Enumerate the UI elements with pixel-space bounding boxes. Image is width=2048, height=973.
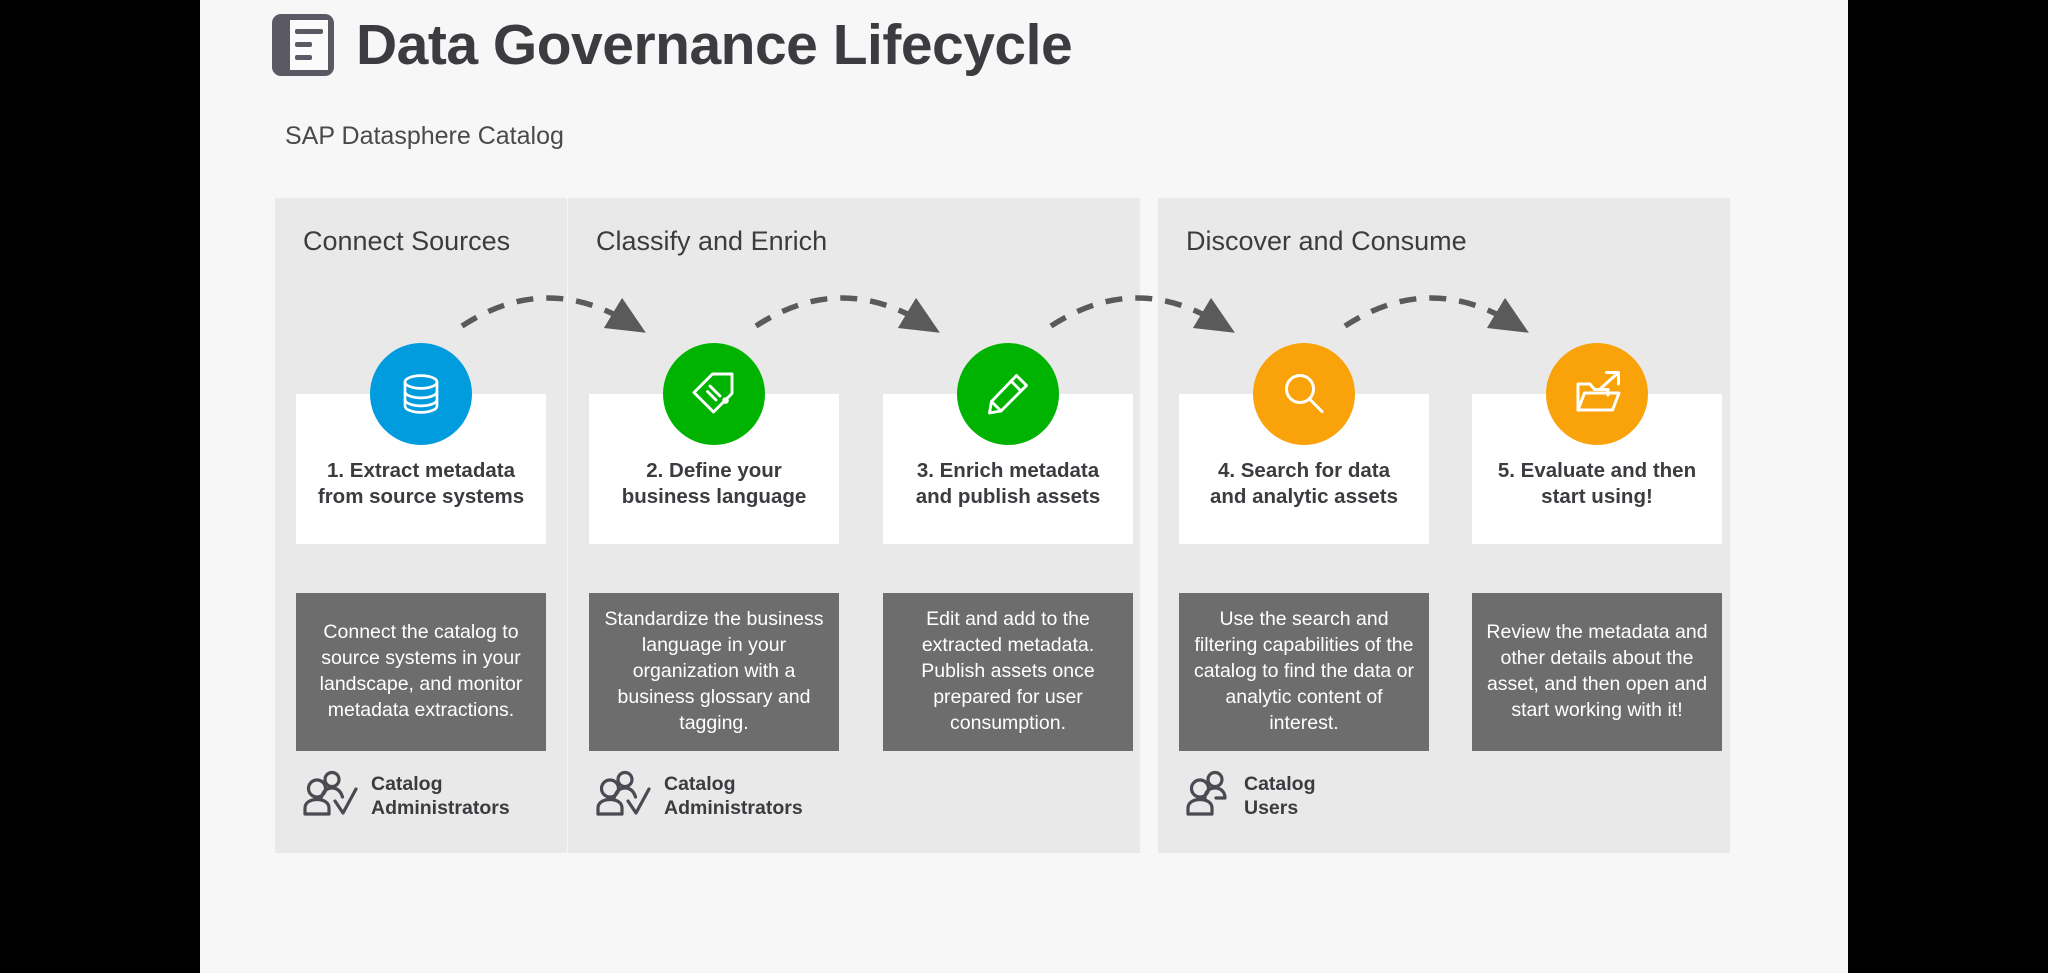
pencil-icon — [957, 343, 1059, 445]
page-header: Data Governance Lifecycle — [272, 12, 1073, 77]
slide-canvas: Data Governance Lifecycle SAP Datasphere… — [200, 0, 1848, 973]
step-description-box: Edit and add to the extracted metadata. … — [883, 593, 1133, 751]
document-list-icon — [272, 14, 334, 76]
step-3: 3. Enrich metadata and publish assets Ed… — [883, 198, 1133, 853]
users-check-icon — [595, 770, 653, 823]
users-icon — [1185, 770, 1233, 823]
step-description: Standardize the business language in you… — [604, 608, 824, 734]
phase-title: Connect Sources — [303, 226, 511, 256]
search-icon — [1253, 343, 1355, 445]
step-title: 3. Enrich metadata and publish assets — [915, 458, 1101, 508]
page-title: Data Governance Lifecycle — [356, 12, 1073, 77]
step-description: Use the search and filtering capabilitie… — [1193, 608, 1415, 734]
step-description-box: Standardize the business language in you… — [589, 593, 839, 751]
step-1: 1. Extract metadata from source systems … — [296, 198, 546, 853]
persona-catalog-users: Catalog Users — [1185, 770, 1316, 823]
open-folder-arrow-icon — [1546, 343, 1648, 445]
step-description-box: Review the metadata and other details ab… — [1472, 593, 1722, 751]
tag-icon — [663, 343, 765, 445]
step-2: 2. Define your business language Standar… — [589, 198, 839, 853]
database-icon — [370, 343, 472, 445]
step-description: Review the metadata and other details ab… — [1486, 621, 1708, 721]
persona-catalog-administrators: Catalog Administrators — [595, 770, 803, 823]
step-title: 4. Search for data and analytic assets — [1209, 458, 1398, 508]
phase-title: Classify and Enrich — [596, 226, 828, 256]
persona-label: Catalog Administrators — [664, 772, 803, 819]
step-5: 5. Evaluate and then start using! Review… — [1472, 198, 1722, 853]
step-description: Edit and add to the extracted metadata. … — [921, 608, 1095, 734]
step-4: 4. Search for data and analytic assets U… — [1179, 198, 1429, 853]
step-title: 1. Extract metadata from source systems — [317, 458, 525, 508]
persona-label: Catalog Administrators — [371, 772, 510, 819]
persona-label: Catalog Users — [1244, 772, 1316, 819]
page-subtitle: SAP Datasphere Catalog — [285, 122, 564, 150]
step-description: Connect the catalog to source systems in… — [319, 621, 523, 721]
persona-catalog-administrators: Catalog Administrators — [302, 770, 510, 823]
phase-title: Discover and Consume — [1186, 226, 1467, 256]
step-title: 5. Evaluate and then start using! — [1497, 458, 1697, 508]
users-check-icon — [302, 770, 360, 823]
step-description-box: Use the search and filtering capabilitie… — [1179, 593, 1429, 751]
step-description-box: Connect the catalog to source systems in… — [296, 593, 546, 751]
step-title: 2. Define your business language — [621, 458, 807, 508]
